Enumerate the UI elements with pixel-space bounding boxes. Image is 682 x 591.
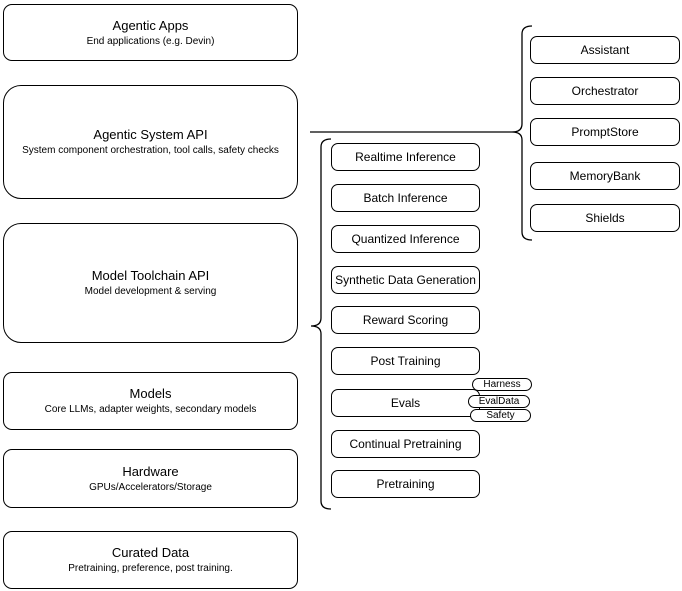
node-label: Realtime Inference	[355, 150, 456, 164]
node-subtitle: System component orchestration, tool cal…	[22, 145, 279, 156]
node-subtitle: Pretraining, preference, post training.	[68, 563, 233, 574]
node-promptstore: PromptStore	[530, 118, 680, 146]
node-label: Shields	[585, 211, 625, 225]
node-label: Continual Pretraining	[349, 437, 462, 451]
node-label: PromptStore	[571, 125, 639, 139]
node-subtitle: Core LLMs, adapter weights, secondary mo…	[44, 404, 257, 415]
node-curated-data: Curated Data Pretraining, preference, po…	[3, 531, 298, 589]
node-label: Assistant	[580, 43, 630, 57]
node-label: Orchestrator	[571, 84, 639, 98]
node-model-toolchain-api: Model Toolchain API Model development & …	[3, 223, 298, 343]
node-hardware: Hardware GPUs/Accelerators/Storage	[3, 449, 298, 508]
node-label: Pretraining	[376, 477, 435, 491]
node-title: Agentic Apps	[112, 17, 189, 33]
node-label: Evals	[390, 396, 421, 410]
node-assistant: Assistant	[530, 36, 680, 64]
node-evals: Evals	[331, 389, 480, 417]
tag-label: Harness	[483, 379, 521, 390]
tag-evaldata: EvalData	[468, 395, 530, 408]
node-title: Model Toolchain API	[91, 268, 210, 283]
node-memorybank: MemoryBank	[530, 162, 680, 190]
node-post-training: Post Training	[331, 347, 480, 375]
node-realtime-inference: Realtime Inference	[331, 143, 480, 171]
brace-toolchain	[310, 138, 332, 510]
tag-label: EvalData	[478, 396, 520, 407]
node-batch-inference: Batch Inference	[331, 184, 480, 212]
tag-harness: Harness	[472, 378, 532, 391]
node-models: Models Core LLMs, adapter weights, secon…	[3, 372, 298, 430]
brace-system-components	[511, 25, 533, 241]
tag-label: Safety	[486, 410, 515, 421]
node-label: Reward Scoring	[362, 313, 449, 327]
node-synthetic-data-generation: Synthetic Data Generation	[331, 266, 480, 294]
node-label: MemoryBank	[569, 169, 641, 183]
tag-safety: Safety	[470, 409, 531, 422]
node-label: Batch Inference	[363, 191, 448, 205]
node-agentic-apps: Agentic Apps End applications (e.g. Devi…	[3, 4, 298, 61]
node-label: Synthetic Data Generation	[335, 273, 476, 287]
node-title: Models	[129, 386, 172, 401]
node-subtitle: End applications (e.g. Devin)	[86, 35, 215, 47]
node-orchestrator: Orchestrator	[530, 77, 680, 105]
node-reward-scoring: Reward Scoring	[331, 306, 480, 334]
node-label: Post Training	[370, 354, 441, 368]
node-shields: Shields	[530, 204, 680, 232]
node-label: Quantized Inference	[351, 232, 460, 246]
node-agentic-system-api: Agentic System API System component orch…	[3, 85, 298, 199]
node-subtitle: Model development & serving	[84, 286, 217, 297]
node-quantized-inference: Quantized Inference	[331, 225, 480, 253]
node-title: Agentic System API	[93, 127, 208, 142]
node-pretraining: Pretraining	[331, 470, 480, 498]
node-subtitle: GPUs/Accelerators/Storage	[89, 481, 212, 493]
node-title: Hardware	[122, 463, 179, 479]
node-continual-pretraining: Continual Pretraining	[331, 430, 480, 458]
node-title: Curated Data	[111, 545, 190, 560]
